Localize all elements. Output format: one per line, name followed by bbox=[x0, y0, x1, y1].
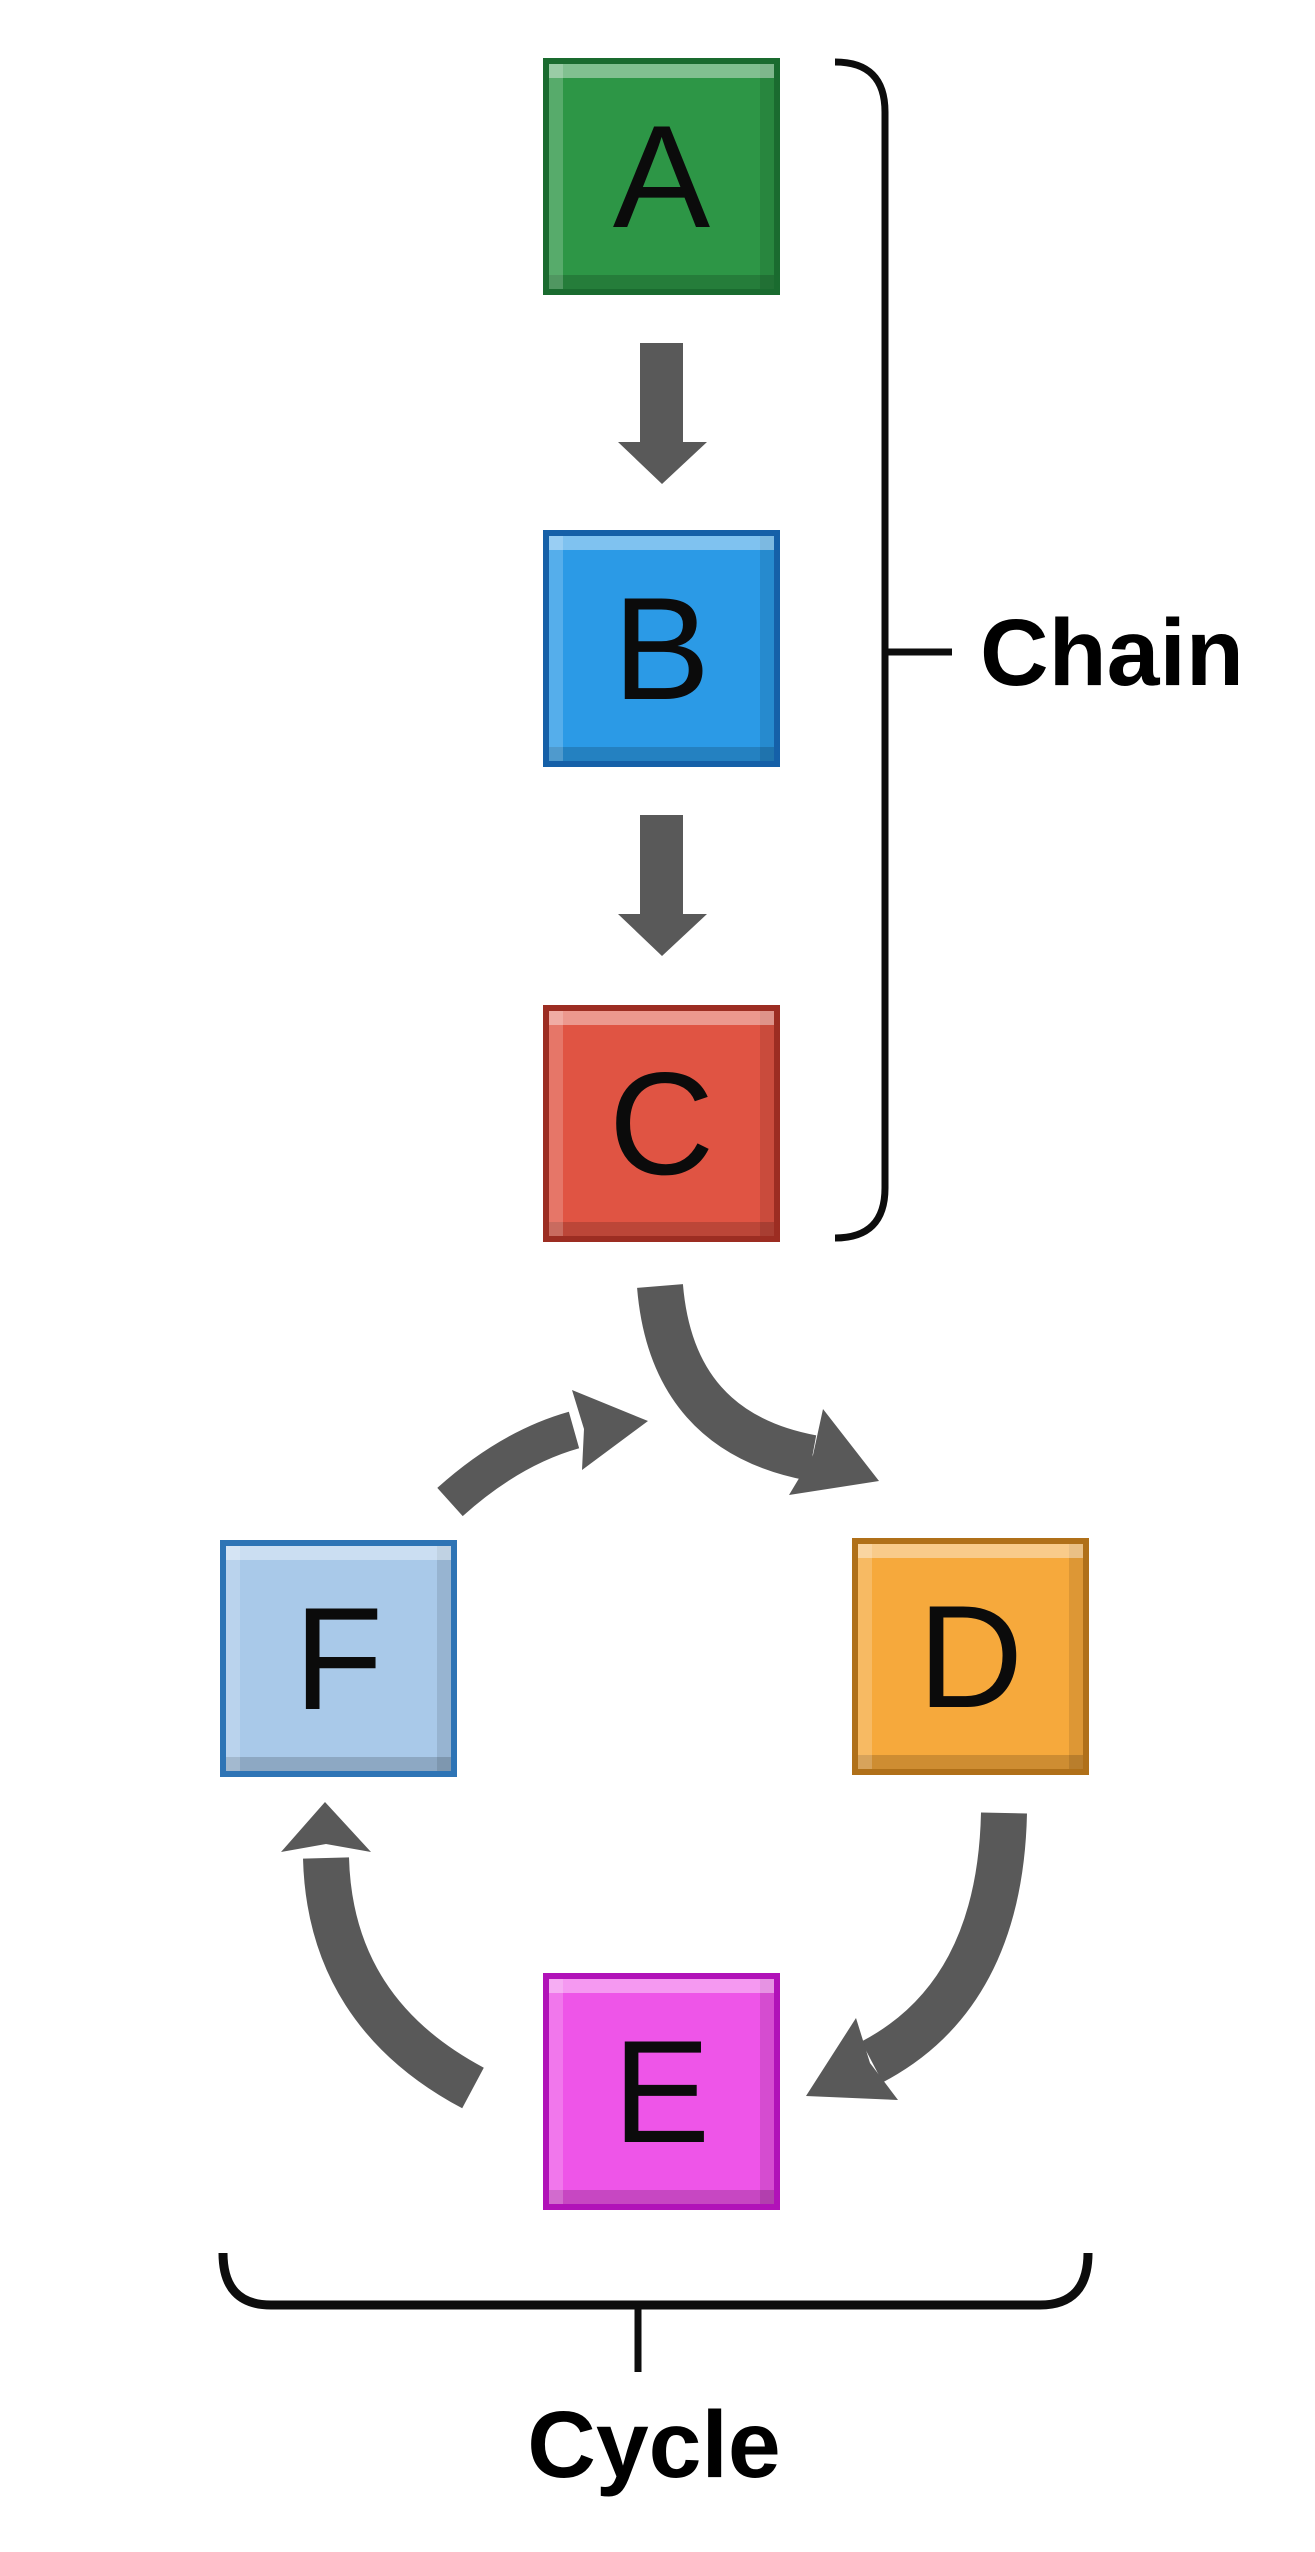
cycle-bracket bbox=[218, 2252, 1093, 2372]
arrow-c-to-d bbox=[637, 1283, 879, 1495]
node-a-label: A bbox=[612, 94, 711, 258]
node-c: C bbox=[543, 1005, 780, 1242]
arrow-e-to-f bbox=[281, 1802, 484, 2109]
node-e-label: E bbox=[612, 2009, 711, 2173]
node-f-label: F bbox=[293, 1576, 384, 1740]
node-c-label: C bbox=[608, 1041, 715, 1205]
node-d: D bbox=[852, 1538, 1089, 1775]
node-f: F bbox=[220, 1540, 457, 1777]
chain-bracket bbox=[834, 58, 952, 1242]
node-e: E bbox=[543, 1973, 780, 2210]
node-b: B bbox=[543, 530, 780, 767]
node-a: A bbox=[543, 58, 780, 295]
arrow-f-to-junction bbox=[437, 1390, 648, 1517]
arrow-a-to-b bbox=[618, 343, 707, 484]
chain-group-label: Chain bbox=[980, 600, 1244, 706]
arrow-d-to-e bbox=[806, 1812, 1027, 2100]
node-b-label: B bbox=[612, 566, 711, 730]
cycle-group-label: Cycle bbox=[527, 2392, 781, 2498]
arrow-b-to-c bbox=[618, 815, 707, 956]
node-d-label: D bbox=[917, 1574, 1024, 1738]
